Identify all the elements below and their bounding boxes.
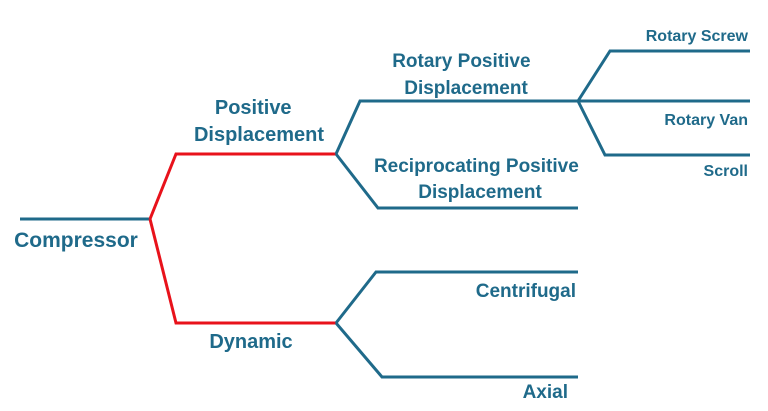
node-compressor-label: Compressor xyxy=(14,229,138,252)
node-axial-label: Axial xyxy=(523,382,568,403)
edge-positive-displacement xyxy=(148,152,336,220)
node-dynamic-label: Dynamic xyxy=(209,331,292,353)
node-centrifugal-label: Centrifugal xyxy=(476,281,576,302)
node-reciprocating-positive-displacement-label: Reciprocating Positive Displacement xyxy=(374,156,584,203)
node-positive-displacement-label: Positive Displacement xyxy=(194,97,324,146)
edge-reciprocating-positive-displacement xyxy=(334,153,578,210)
edge-scroll xyxy=(576,100,750,157)
edge-dynamic xyxy=(148,218,336,325)
node-positive-displacement-line-2: Displacement xyxy=(194,124,324,146)
node-positive-displacement-line-1: Positive xyxy=(215,97,292,119)
node-rotary-positive-displacement-line-2: Displacement xyxy=(404,78,528,99)
edge-axial xyxy=(334,322,578,379)
node-reciprocating-positive-displacement-line-1: Reciprocating Positive xyxy=(374,156,579,177)
edge-rotary-positive-displacement xyxy=(334,99,578,155)
edge-centrifugal xyxy=(334,270,578,324)
node-scroll-label: Scroll xyxy=(704,163,748,180)
node-reciprocating-positive-displacement-line-2: Displacement xyxy=(418,182,542,203)
node-rotary-positive-displacement-line-1: Rotary Positive xyxy=(392,51,530,72)
node-rotary-vane-label: Rotary Van xyxy=(664,112,748,129)
edge-rotary-screw xyxy=(576,49,750,102)
node-rotary-screw-label: Rotary Screw xyxy=(646,28,749,45)
node-rotary-positive-displacement-label: Rotary Positive Displacement xyxy=(392,51,536,99)
